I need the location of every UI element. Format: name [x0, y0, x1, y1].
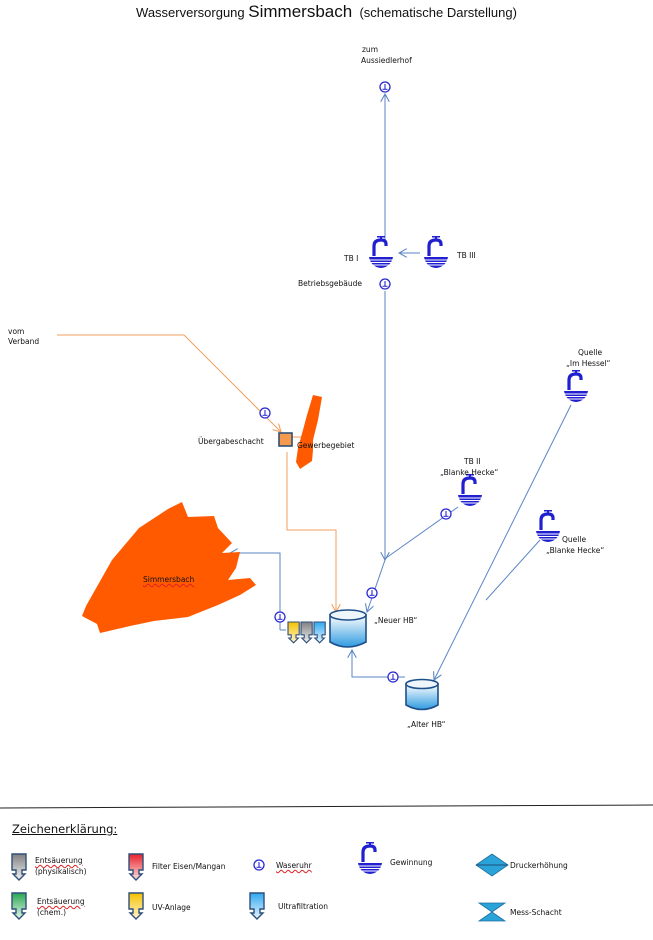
label-aussiedlerhof: Aussiedlerhof	[361, 56, 412, 65]
label-alter-hb: „Alter HB“	[407, 720, 446, 729]
label-uebergabeschacht: Übergabeschacht	[198, 437, 264, 446]
legend-filter-gray-icon	[11, 853, 27, 881]
title-place: Simmersbach	[248, 2, 353, 21]
label-quelle-blanke-line2: „Blanke Hecke“	[546, 546, 605, 555]
pipe-schacht-to-neuer-hb	[286, 452, 336, 612]
tank-alter-hb-icon[interactable]	[405, 678, 439, 711]
water-meter-alter-hb-icon[interactable]	[387, 671, 399, 683]
pipe-hessel-to-alter-hb	[434, 404, 572, 680]
legend-title: Zeichenerklärung:	[12, 822, 118, 836]
water-meter-neuer-hb-icon[interactable]	[366, 587, 378, 599]
label-vom: vom	[8, 327, 25, 336]
pipe-network-blue	[230, 94, 572, 680]
label-quelle-hessel-line2: „Im Hessel“	[566, 359, 611, 368]
legend-label-ultrafiltration: Ultrafiltration	[278, 902, 328, 911]
legend-hourglass-icon	[477, 902, 507, 922]
legend-label-entsaeuerung-phys: Entsäuerung	[35, 856, 83, 865]
label-neuer-hb: „Neuer HB“	[374, 616, 418, 625]
label-zum: zum	[362, 45, 378, 54]
treatment-uv-icon[interactable]	[287, 621, 300, 644]
legend-water-meter-icon	[253, 859, 265, 871]
title-suffix: (schematische Darstellung)	[359, 5, 517, 20]
legend-label-filter-eisen: Filter Eisen/Mangan	[152, 862, 226, 871]
treatment-physical-icon[interactable]	[300, 621, 313, 644]
label-quelle-blanke-line1: Quelle	[562, 535, 587, 544]
treatment-ultrafiltration-icon[interactable]	[313, 621, 326, 644]
label-simmersbach: Simmersbach	[143, 575, 195, 584]
label-quelle-hessel-line1: Quelle	[578, 348, 603, 357]
title-prefix: Wasserversorgung	[136, 5, 245, 20]
well-tb2-icon[interactable]	[456, 472, 484, 508]
legend-filter-yellow-icon	[128, 892, 144, 920]
legend-separator	[0, 804, 653, 809]
label-tb3: TB III	[457, 251, 476, 260]
legend-label-mess-schacht: Mess-Schacht	[510, 908, 562, 917]
label-verband: Verband	[8, 337, 40, 346]
legend-filter-green-icon	[11, 892, 27, 920]
pipe-blanke-to-main	[485, 539, 541, 601]
page-title: Wasserversorgung Simmersbach (schematisc…	[0, 2, 653, 22]
legend-filter-red-icon	[128, 853, 144, 881]
pipe-verband-to-schacht	[57, 334, 281, 432]
pipe-alter-to-neuer-hb	[352, 650, 405, 678]
label-tb2-line1: TB II	[464, 457, 481, 466]
label-gewerbegebiet: Gewerbegebiet	[297, 441, 355, 450]
well-tb1-icon[interactable]	[367, 234, 395, 270]
water-meter-betrieb-icon[interactable]	[379, 278, 391, 290]
legend-label-entsaeuerung-phys-sub: (physikalisch)	[35, 867, 87, 876]
area-simmersbach	[82, 502, 256, 633]
tank-neuer-hb-icon[interactable]	[329, 609, 367, 648]
well-tb3-icon[interactable]	[422, 234, 450, 270]
pipe-main-to-neuer-hb	[367, 559, 386, 612]
label-betriebsgebaeude: Betriebsgebäude	[298, 279, 363, 288]
legend-filter-blue-icon	[249, 892, 265, 920]
legend-well-icon	[356, 840, 384, 876]
water-meter-tb2-icon[interactable]	[440, 508, 452, 520]
legend-label-entsaeuerung-chem-sub: (chem.)	[37, 908, 67, 917]
uebergabeschacht-shaft[interactable]	[278, 432, 293, 447]
legend-label-wasseruhr: Waseruhr	[276, 861, 312, 870]
legend-label-gewinnung: Gewinnung	[390, 858, 433, 867]
pipe-treatment-to-simmersbach	[230, 553, 281, 630]
well-quelle-blanke-icon[interactable]	[534, 508, 562, 544]
water-meter-aussiedlerhof-icon[interactable]	[379, 81, 391, 93]
label-tb2-line2: „Blanke Hecke“	[440, 468, 499, 477]
legend-label-uv-anlage: UV-Anlage	[152, 903, 191, 912]
legend-label-entsaeuerung-chem: Entsäuerung	[37, 897, 85, 906]
water-meter-simmersbach-icon[interactable]	[274, 611, 286, 623]
label-tb1: TB I	[344, 254, 359, 263]
legend-label-druckerhoehung: Druckerhöhung	[510, 861, 568, 870]
water-meter-verband-icon[interactable]	[259, 407, 271, 419]
well-quelle-hessel-icon[interactable]	[562, 368, 590, 404]
legend-diamond-icon	[475, 853, 509, 877]
area-gewerbegebiet	[296, 395, 322, 469]
